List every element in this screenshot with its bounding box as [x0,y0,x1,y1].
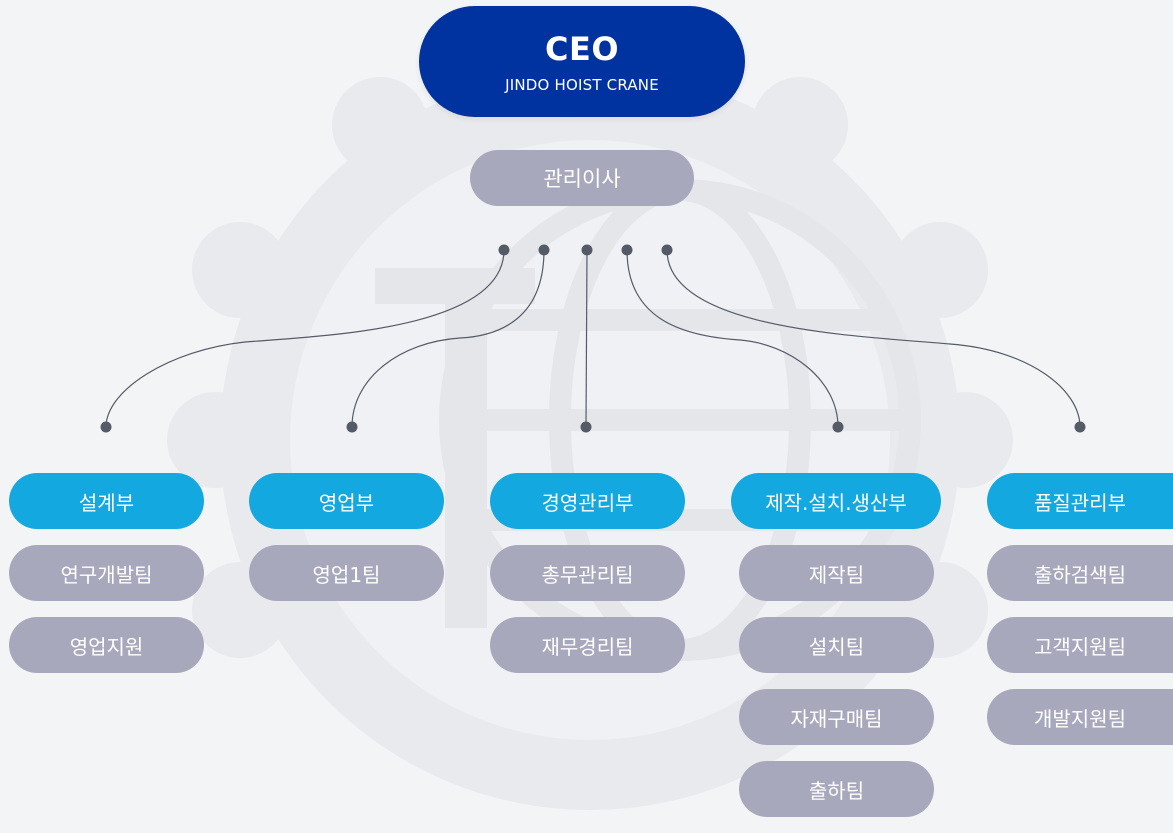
team-manufacturing: 제작팀 [739,545,934,601]
team-general-affairs: 총무관리팀 [490,545,685,601]
department-column-quality: 품질관리부 출하검색팀 고객지원팀 개발지원팀 [987,473,1173,761]
team-installation: 설치팀 [739,617,934,673]
connector-dept-5 [666,249,1081,428]
team-finance: 재무경리팀 [490,617,685,673]
connector-dot [498,244,510,256]
connector-dot [621,244,633,256]
connector-dept-3 [585,249,588,428]
team-shipping: 출하팀 [739,761,934,817]
connector-dot [346,421,358,433]
connector-dot [832,421,844,433]
team-sales-support: 영업지원 [9,617,204,673]
team-procurement: 자재구매팀 [739,689,934,745]
department-production: 제작.설치.생산부 [731,473,941,529]
team-development-support: 개발지원팀 [987,689,1173,745]
team-rnd: 연구개발팀 [9,545,204,601]
connector-dot [581,244,593,256]
connector-dept-4 [626,249,839,428]
connector-dot [538,244,550,256]
department-column-production: 제작.설치.생산부 제작팀 설치팀 자재구매팀 출하팀 [731,473,941,833]
team-sales-1: 영업1팀 [249,545,444,601]
connector-dept-1 [105,249,505,428]
connector-dot [580,421,592,433]
department-column-management: 경영관리부 총무관리팀 재무경리팀 [490,473,685,689]
department-sales: 영업부 [249,473,444,529]
connector-lines [100,244,1086,433]
connector-dot [100,421,112,433]
director-node: 관리이사 [470,150,694,206]
connector-dot [661,244,673,256]
connector-dot [1074,421,1086,433]
department-column-design: 설계부 연구개발팀 영업지원 [9,473,204,689]
gear-globe-watermark-icon [375,179,921,661]
company-name: JINDO HOIST CRANE [505,75,659,94]
connector-dept-2 [351,249,545,428]
department-management: 경영관리부 [490,473,685,529]
team-customer-support: 고객지원팀 [987,617,1173,673]
ceo-node: CEO JINDO HOIST CRANE [419,6,745,117]
department-column-sales: 영업부 영업1팀 [249,473,444,617]
ceo-title: CEO [544,29,620,68]
department-quality: 품질관리부 [987,473,1173,529]
department-design: 설계부 [9,473,204,529]
team-shipping-inspection: 출하검색팀 [987,545,1173,601]
